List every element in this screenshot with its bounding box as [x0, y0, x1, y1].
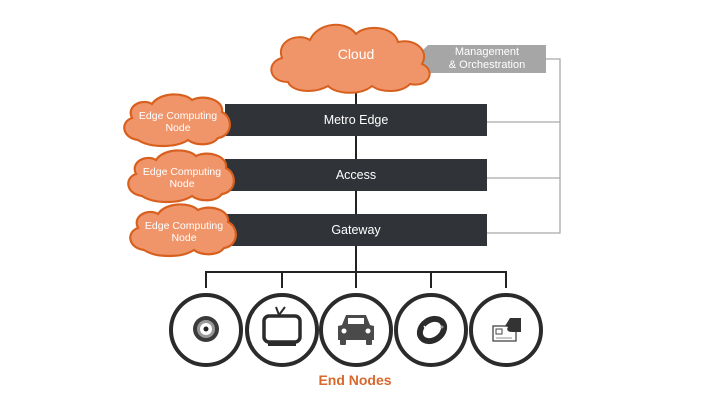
camera-lens-icon: [193, 316, 219, 342]
edge-node-label-line2: Node: [165, 122, 191, 135]
layer-label-access: Access: [335, 168, 377, 182]
management-label: Management & Orchestration: [430, 46, 544, 71]
edge-node-label-line1: Edge Computing: [138, 110, 218, 122]
edge-node-label-3: Edge Computing Node: [134, 220, 234, 244]
layer-bar-gateway: [225, 214, 487, 246]
end-node-bus: [205, 271, 507, 288]
edge-node-clouds: [123, 93, 237, 258]
management-box: [414, 45, 546, 73]
end-node-circle-2: [245, 293, 319, 367]
management-connector-lines: [487, 58, 561, 234]
management-label-line2: & Orchestration: [448, 58, 526, 71]
edge-cloud-1: [123, 93, 231, 148]
layer-bar-access: [225, 159, 487, 191]
edge-node-label-line1: Edge Computing: [144, 220, 224, 232]
edge-node-label-line2: Node: [171, 232, 197, 245]
edge-cloud-2: [127, 149, 235, 204]
layer-label-gateway: Gateway: [331, 223, 381, 237]
car-icon: [338, 315, 374, 345]
end-nodes-title: End Nodes: [318, 372, 392, 388]
cloud-label: Cloud: [337, 46, 375, 62]
cloud-shape: [270, 23, 431, 94]
layer-bar-metro-edge: [225, 104, 487, 136]
management-label-line1: Management: [454, 46, 520, 58]
card-payment-icon: [492, 318, 521, 342]
wearable-ring-icon: [416, 315, 448, 345]
layer-label-metro-edge: Metro Edge: [323, 113, 389, 127]
end-node-circles: [169, 293, 543, 367]
edge-node-label-2: Edge Computing Node: [132, 166, 232, 190]
edge-node-label-line2: Node: [169, 178, 195, 191]
tv-icon: [262, 306, 302, 346]
end-node-circle-4: [394, 293, 468, 367]
edge-cloud-3: [129, 203, 237, 258]
edge-node-label-1: Edge Computing Node: [128, 110, 228, 134]
edge-node-label-line1: Edge Computing: [142, 166, 222, 178]
